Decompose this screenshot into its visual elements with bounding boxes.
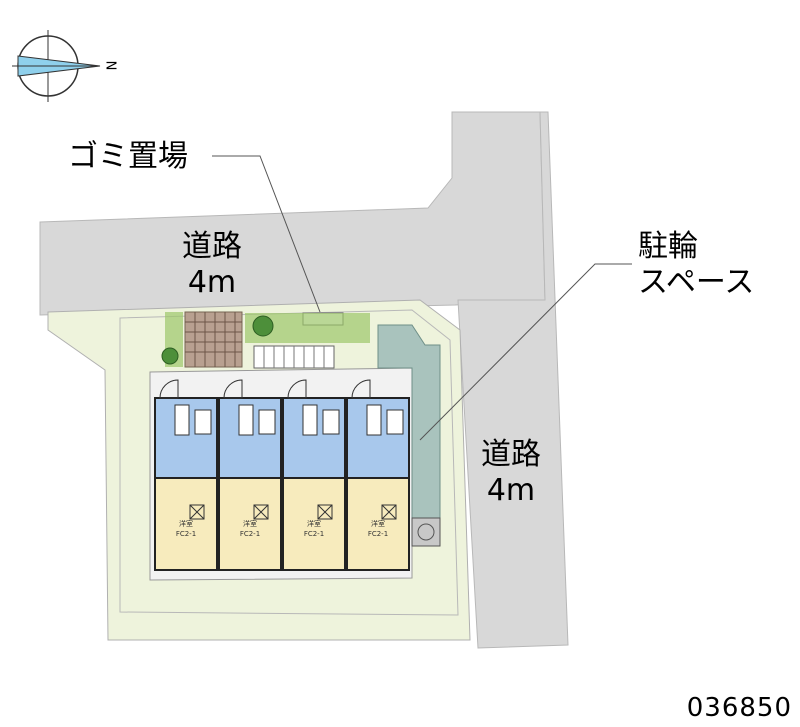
unit-4-room-type: 洋室 — [371, 520, 385, 528]
unit-3 — [282, 379, 346, 571]
unit-2-code: FC2-1 — [239, 530, 261, 538]
road-right-name: 道路 — [481, 437, 541, 472]
road-top-name: 道路 — [182, 229, 242, 264]
unit-2-room-type: 洋室 — [243, 520, 257, 528]
unit-1-code: FC2-1 — [175, 530, 197, 538]
unit-1 — [154, 379, 218, 571]
deck-area — [184, 311, 243, 368]
unit-4 — [346, 379, 410, 571]
north-arrow-icon — [12, 30, 101, 102]
unit-3-code: FC2-1 — [303, 530, 325, 538]
unit-3-room-type: 洋室 — [307, 520, 321, 528]
bicycle-label-line1: 駐輪 — [638, 229, 698, 264]
road-right — [457, 111, 569, 649]
tree-icon — [252, 315, 274, 337]
property-code: 036850 — [686, 693, 792, 723]
unit-4-code: FC2-1 — [367, 530, 389, 538]
compass-north-label: N — [102, 60, 118, 71]
meter-icon — [417, 523, 435, 541]
road-right-width: 4m — [486, 473, 536, 508]
meter-box — [411, 517, 441, 547]
garbage-area-label: ゴミ置場 — [68, 139, 188, 174]
unit-1-room-type: 洋室 — [179, 520, 193, 528]
road-top-width: 4m — [187, 265, 237, 300]
lot-inner-boundary — [119, 309, 459, 616]
unit-2 — [218, 379, 282, 571]
tree-icon — [161, 347, 179, 365]
bicycle-leader-line — [419, 263, 632, 441]
bicycle-label-line2: スペース — [638, 265, 755, 300]
garbage-leader-line — [212, 155, 321, 313]
